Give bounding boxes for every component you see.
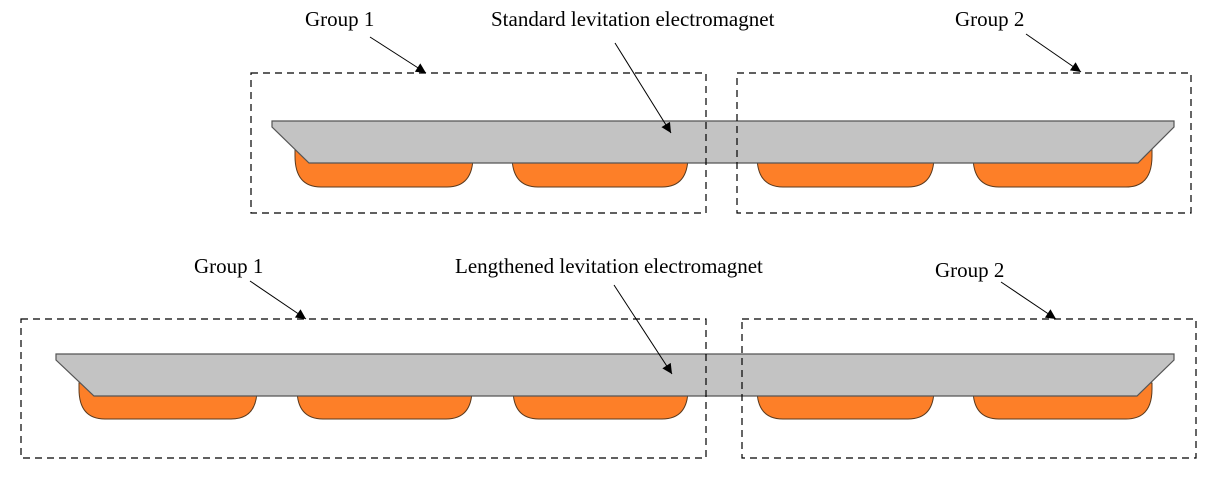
magnet-arrow: [613, 284, 673, 375]
group-2-box: [736, 72, 1192, 214]
standard-electromagnet-diagram: Group 1 Standard levitation electromagne…: [250, 7, 1192, 214]
group-2-box: [741, 318, 1197, 459]
group-2-label: Group 2: [955, 7, 1024, 31]
group-1-label: Group 1: [305, 7, 374, 31]
magnet-label: Standard levitation electromagnet: [491, 7, 775, 31]
standard-electromagnet-core: [271, 120, 1175, 164]
group-1-label: Group 1: [194, 254, 263, 278]
group-1-box: [250, 72, 707, 214]
lengthened-electromagnet-diagram: Group 1 Lengthened levitation electromag…: [20, 254, 1197, 459]
group-2-label: Group 2: [935, 258, 1004, 282]
group-1-arrow: [249, 280, 307, 320]
group-2-arrow: [1000, 281, 1057, 320]
group-1-box: [20, 318, 707, 459]
group-1-arrow: [369, 36, 427, 74]
magnet-label: Lengthened levitation electromagnet: [455, 254, 763, 278]
magnet-arrow: [614, 42, 672, 134]
group-2-arrow: [1025, 33, 1082, 73]
lengthened-electromagnet-core: [55, 353, 1175, 397]
